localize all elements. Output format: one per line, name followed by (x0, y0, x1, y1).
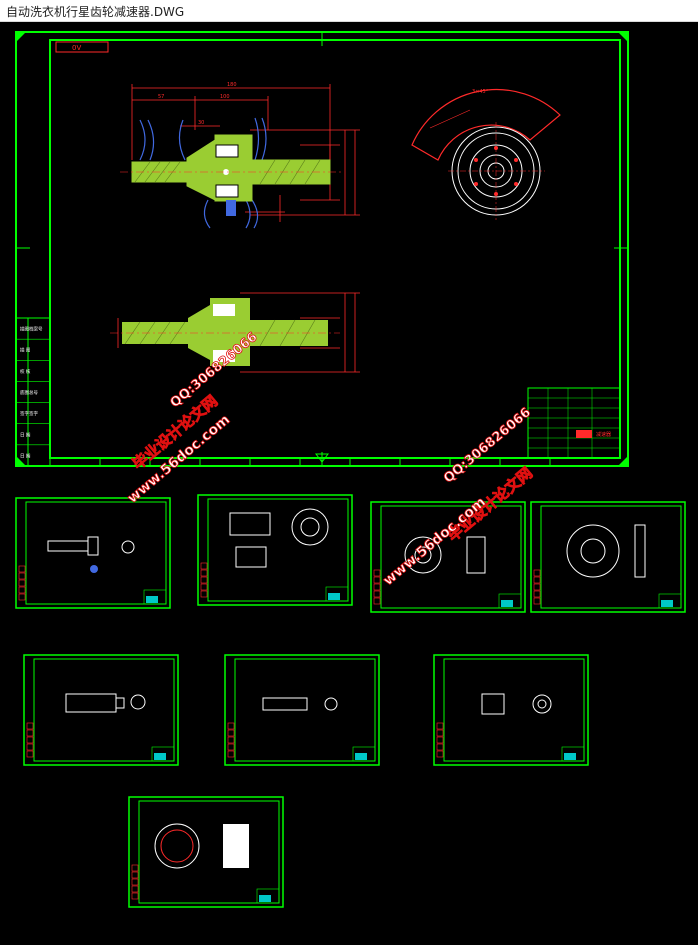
drawing-canvas[interactable]: 0V 描图档案号描 图校 核底图总号签字签字日 期日 期 (0, 22, 698, 941)
sub-sheet[interactable] (433, 654, 589, 766)
title-block-name: 减速器 (596, 431, 611, 438)
svg-text:57: 57 (158, 94, 164, 100)
left-panel-row: 校 核 (20, 368, 31, 375)
left-panel-row: 描 图 (20, 347, 31, 354)
lower-shaft-section[interactable] (110, 292, 360, 373)
sub-sheet[interactable] (15, 497, 171, 609)
left-panel-row: 底图总号 (20, 389, 38, 396)
left-panel-row: 描图档案号 (20, 326, 43, 333)
svg-text:180: 180 (227, 82, 237, 88)
gear-side-view[interactable]: 3×45° (411, 88, 561, 220)
sub-sheet[interactable] (23, 654, 179, 766)
sheet-tag: 0V (72, 44, 81, 52)
title-bar: 自动洗衣机行星齿轮减速器.DWG (0, 0, 698, 22)
left-panel-row: 日 期 (20, 453, 31, 459)
sub-sheet[interactable] (370, 501, 526, 613)
svg-text:30: 30 (198, 120, 204, 126)
sub-sheet[interactable] (530, 501, 686, 613)
sub-sheet[interactable] (128, 796, 284, 908)
svg-text:www.56doc.com: www.56doc.com (380, 494, 489, 589)
sub-sheet[interactable] (224, 654, 380, 766)
svg-text:100: 100 (220, 94, 230, 100)
watermark-1: 毕业设计论文网 www.56doc.com QQ:306826066 (124, 329, 261, 507)
upper-shaft-assembly[interactable]: 180 57 100 30 (120, 82, 360, 229)
window-title: 自动洗衣机行星齿轮减速器.DWG (6, 5, 185, 19)
watermark-2: 毕业设计论文网 www.56doc.com QQ:306826066 (380, 405, 536, 590)
svg-text:3×45°: 3×45° (472, 89, 489, 95)
left-panel-row: 签字签字 (20, 410, 38, 417)
title-block: 减速器 (527, 387, 621, 459)
sub-sheets[interactable] (15, 494, 686, 908)
sub-sheet[interactable] (197, 494, 353, 606)
left-panel-row: 日 期 (20, 432, 31, 438)
